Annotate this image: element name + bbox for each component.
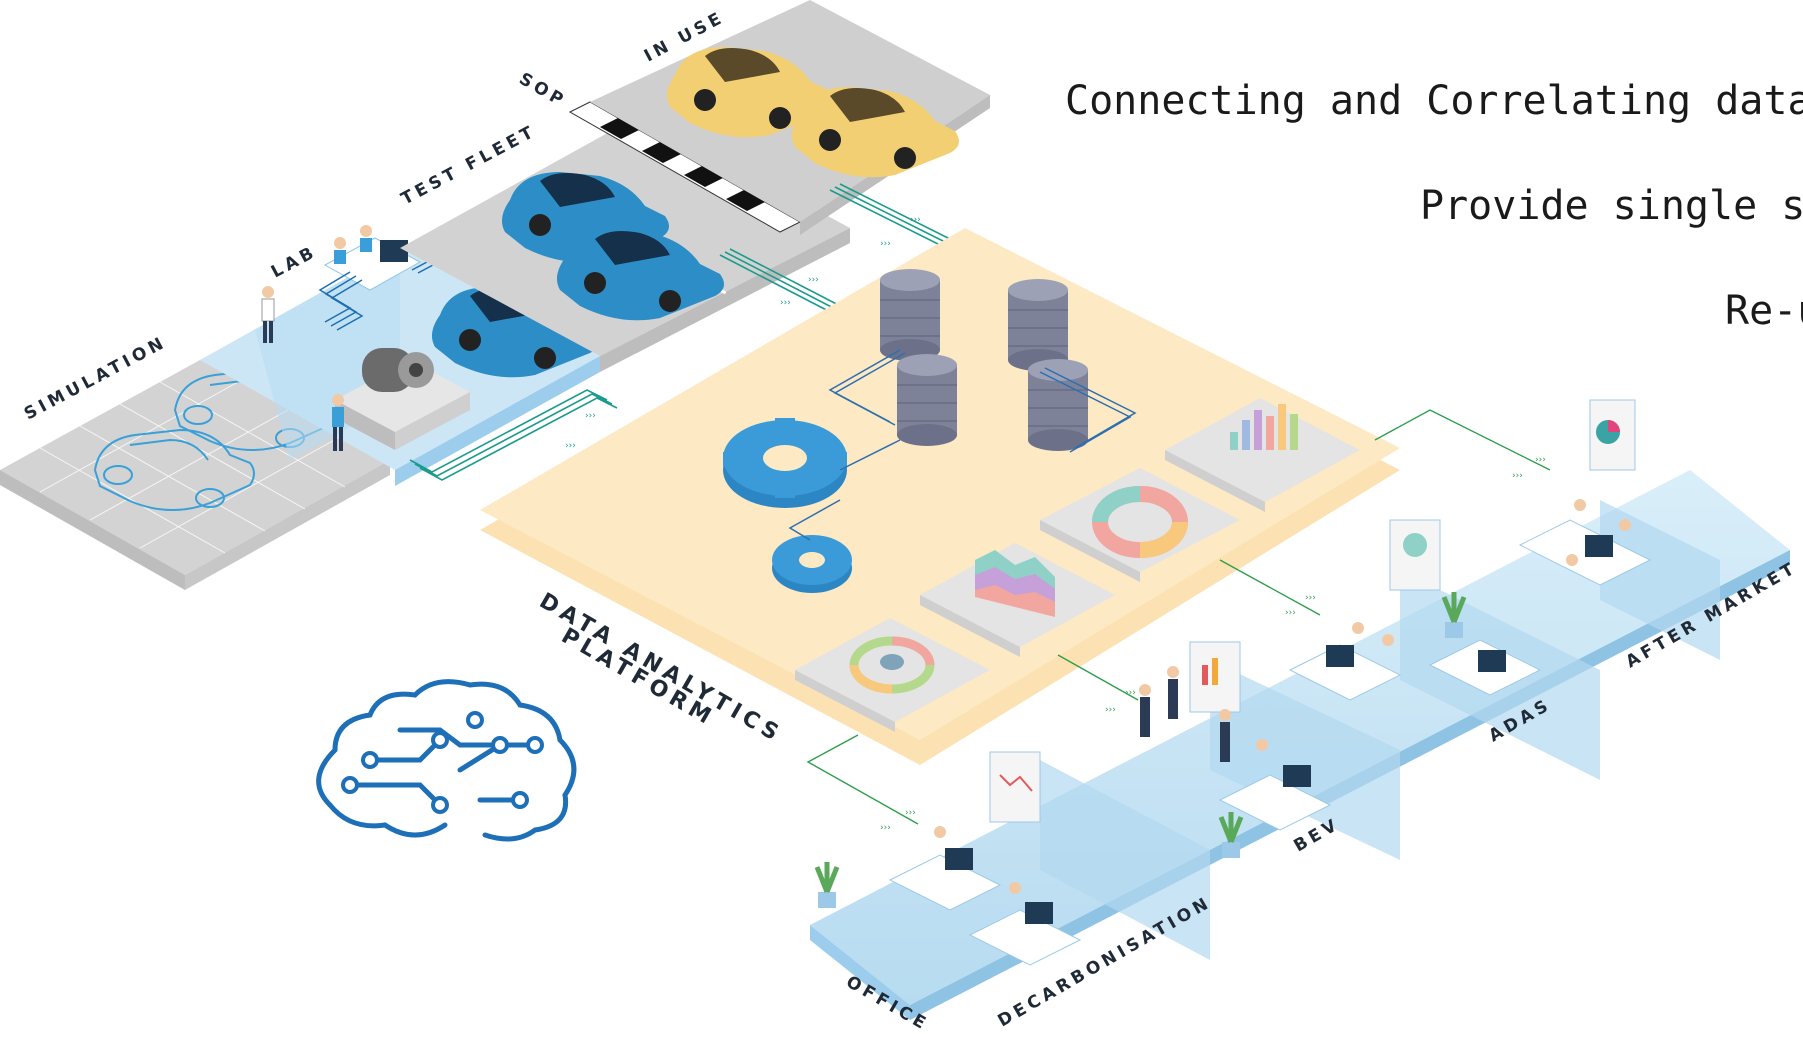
svg-text:›››: ›››	[880, 239, 891, 249]
sop-finish-line	[568, 101, 802, 233]
ai-brain-icon	[316, 679, 577, 842]
area-chart-tile	[920, 543, 1115, 657]
engineer-icon	[261, 286, 275, 343]
svg-text:›››: ›››	[780, 298, 791, 308]
svg-text:›››: ›››	[1535, 455, 1546, 465]
headline-2: Provide single sou	[1420, 183, 1803, 229]
database-icon	[897, 354, 957, 446]
monitor-icon	[380, 240, 408, 262]
ring-chart-tile	[795, 618, 990, 732]
engineer-icon	[332, 394, 344, 451]
bar-chart-tile	[1165, 398, 1360, 512]
data-connector	[409, 183, 961, 481]
donut-chart-tile	[1040, 468, 1240, 582]
data-analytics-platform	[480, 228, 1400, 765]
in-use-car-icon	[791, 87, 959, 178]
svg-text:›››: ›››	[1305, 593, 1316, 603]
lab-label: LAB	[268, 242, 321, 283]
engineer-icon	[334, 225, 372, 264]
plant-icon	[814, 592, 1467, 908]
test-car-icon	[556, 230, 724, 321]
svg-text:›››: ›››	[1285, 608, 1296, 618]
svg-text:›››: ›››	[585, 411, 596, 421]
office-floor	[810, 399, 1790, 1020]
electric-motor-icon	[362, 348, 434, 392]
sop-label: SOP	[516, 69, 570, 112]
lab-area	[200, 225, 600, 486]
in-use-car-icon	[666, 47, 834, 138]
svg-text:›››: ›››	[808, 275, 819, 285]
monitor-icon	[945, 535, 1613, 924]
svg-text:›››: ›››	[565, 441, 576, 451]
svg-text:›››: ›››	[905, 808, 916, 818]
wireframe-car-icon	[93, 428, 255, 511]
gear-icon	[772, 535, 852, 593]
svg-text:›››: ›››	[910, 215, 921, 225]
svg-text:›››: ›››	[880, 823, 891, 833]
headline-1: Connecting and Correlating data ac	[1065, 78, 1803, 124]
whiteboard-chart-icon	[989, 399, 1636, 823]
svg-text:›››: ›››	[1125, 688, 1136, 698]
database-icon	[1028, 359, 1088, 451]
database-icon	[880, 269, 940, 361]
department-connector	[806, 409, 1551, 825]
svg-text:›››: ›››	[1105, 705, 1116, 715]
in-use-road	[590, 0, 990, 235]
worker-icon	[934, 499, 1631, 894]
database-icon	[1008, 279, 1068, 371]
svg-text:›››: ›››	[1512, 471, 1523, 481]
gear-icon	[723, 418, 847, 508]
headline-3: Re-u	[1725, 288, 1803, 334]
